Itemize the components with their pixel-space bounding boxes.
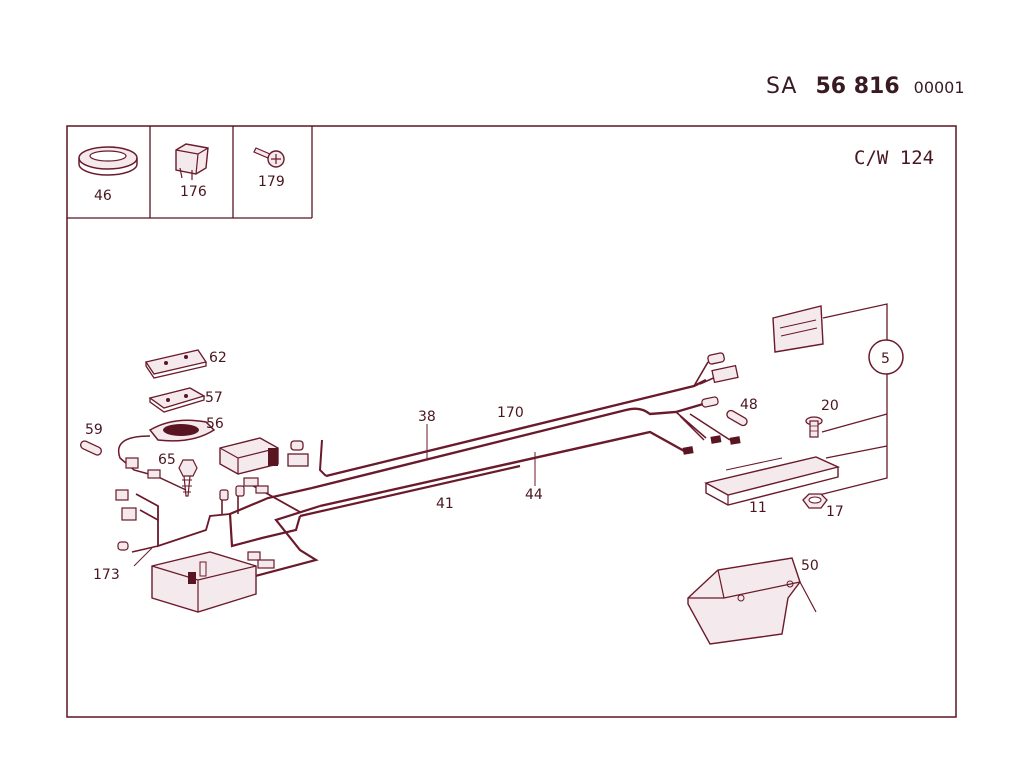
legend-label-179: 179 [258, 174, 285, 190]
mounting-tray-11 [704, 456, 841, 506]
grommet-icon [78, 146, 138, 176]
harness-connectors [287, 352, 741, 467]
assembly-bracket [806, 303, 904, 499]
callout-44: 44 [525, 487, 543, 503]
model-code: C/W 124 [854, 147, 934, 169]
clip-icon [175, 143, 209, 180]
switch-plug [147, 469, 161, 479]
diagram-frame [66, 125, 957, 718]
header-prefix: SA [766, 74, 798, 99]
junction-box [151, 551, 257, 613]
screw-icon [253, 147, 285, 168]
switch-connector [125, 457, 139, 469]
plug-59 [80, 440, 102, 456]
leader-lines [133, 424, 536, 567]
callout-11: 11 [749, 500, 767, 516]
callout-173: 173 [93, 567, 120, 583]
callout-50: 50 [801, 558, 819, 574]
callout-48: 48 [740, 397, 758, 413]
callout-38: 38 [418, 409, 436, 425]
callout-5: 5 [881, 351, 890, 367]
label-card [772, 305, 824, 353]
legend-label-46: 46 [94, 188, 112, 204]
header-number: 56 816 [815, 74, 900, 99]
plate-62 [144, 349, 208, 379]
cover-50 [687, 557, 817, 645]
callout-65: 65 [158, 452, 176, 468]
callout-56: 56 [206, 416, 224, 432]
drawing-header: SA 56 816 00001 [766, 74, 965, 99]
header-sequence: 00001 [913, 78, 965, 97]
screw-20 [805, 416, 823, 438]
switch-56 [148, 419, 216, 442]
legend-label-176: 176 [180, 184, 207, 200]
callout-41: 41 [436, 496, 454, 512]
callout-170: 170 [497, 405, 524, 421]
callout-59: 59 [85, 422, 103, 438]
wiring-harness [131, 361, 731, 596]
nut-17 [802, 493, 828, 509]
callout-17: 17 [826, 504, 844, 520]
screw-65 [178, 459, 198, 497]
legend-boxes [67, 126, 313, 219]
callout-20: 20 [821, 398, 839, 414]
relay-block [219, 437, 279, 475]
callout-57: 57 [205, 390, 223, 406]
left-connectors [115, 477, 275, 569]
callout-62: 62 [209, 350, 227, 366]
plate-57 [148, 387, 206, 413]
plug-48 [726, 409, 748, 427]
